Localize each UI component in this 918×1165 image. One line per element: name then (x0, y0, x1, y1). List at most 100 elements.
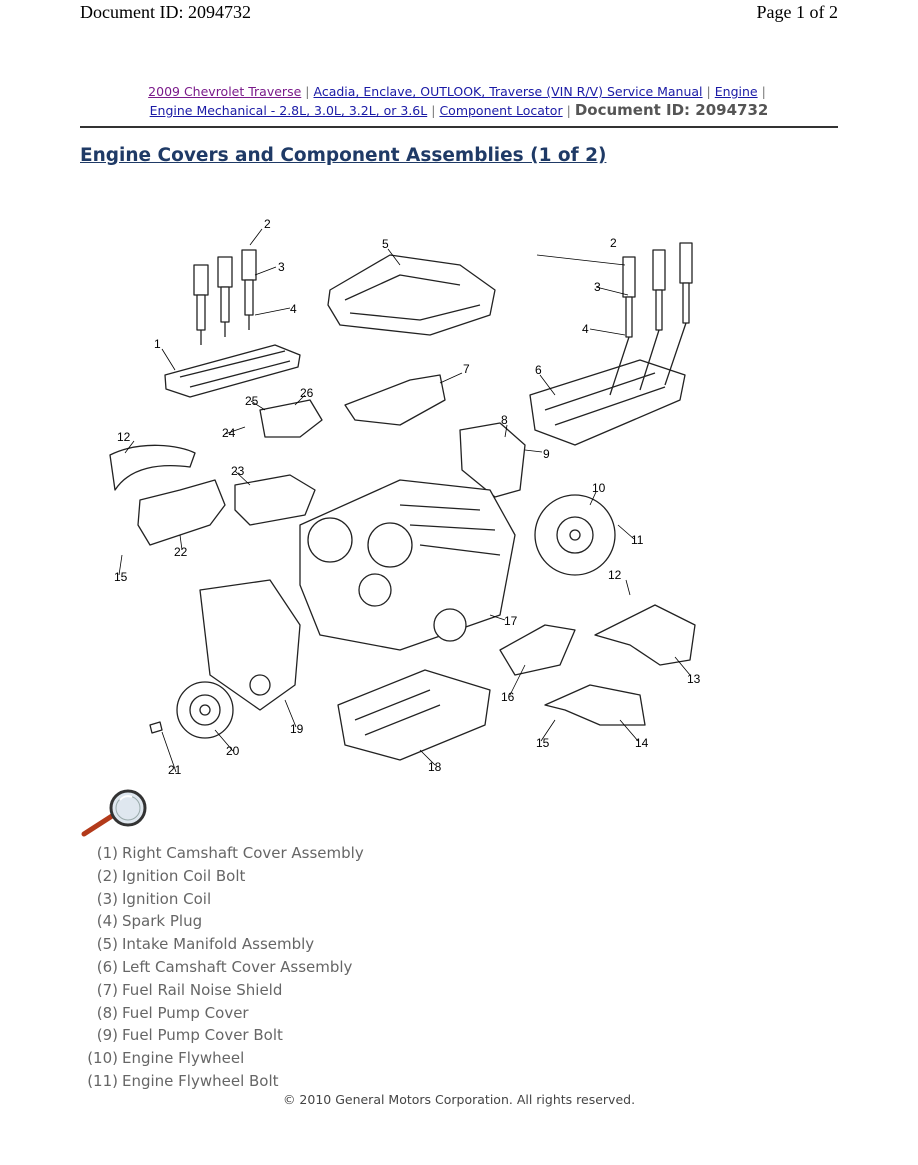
breadcrumb-separator: | (706, 84, 711, 99)
callout-7: 7 (463, 362, 470, 376)
legend-item: (9)Fuel Pump Cover Bolt (84, 1024, 364, 1047)
ignition-coils-right-drawing (193, 249, 257, 345)
legend-number: (11) (87, 1071, 118, 1090)
legend-item: (5)Intake Manifold Assembly (84, 933, 364, 956)
legend-label: Fuel Pump Cover (122, 1003, 249, 1022)
legend-item: (11)Engine Flywheel Bolt (84, 1070, 364, 1093)
oil-pan-baffle-drawing (499, 624, 576, 676)
breadcrumb-link-engine-mechanical[interactable]: Engine Mechanical - 2.8L, 3.0L, 3.2L, or… (149, 103, 428, 118)
callout-12-lower: 12 (608, 568, 622, 582)
breadcrumb-link-component-locator[interactable]: Component Locator (439, 103, 563, 118)
breadcrumb-separator: | (305, 84, 310, 99)
page-title: Engine Covers and Component Assemblies (… (80, 145, 607, 166)
intake-manifold-drawing (327, 254, 496, 336)
callout-5: 5 (382, 237, 389, 251)
fuel-rail-noise-shield-drawing (344, 374, 446, 426)
callout-15: 15 (114, 570, 128, 584)
callout-21: 21 (168, 763, 182, 777)
exhaust-manifold-heat-shield-drawing (594, 604, 696, 666)
callout-23: 23 (231, 464, 245, 478)
callout-6: 6 (535, 363, 542, 377)
legend-number: (1) (96, 844, 118, 862)
heat-shield-drawing (259, 399, 323, 438)
exhaust-gasket-drawing (234, 474, 316, 526)
exhaust-manifold-left-drawing (544, 684, 646, 726)
legend-item: (4)Spark Plug (84, 910, 364, 933)
legend-number: (6) (96, 957, 118, 976)
legend-item: (6)Left Camshaft Cover Assembly (84, 956, 364, 979)
breadcrumb-separator: | (761, 84, 766, 99)
callout-18: 18 (428, 760, 442, 774)
callout-8: 8 (501, 413, 508, 427)
print-header: Document ID: 2094732 Page 1 of 2 (80, 2, 838, 26)
breadcrumb-link-manual[interactable]: Acadia, Enclave, OUTLOOK, Traverse (VIN … (313, 84, 703, 99)
legend-number: (2) (96, 866, 118, 885)
fuel-pump-cover-drawing (459, 422, 526, 498)
legend-number: (5) (96, 935, 118, 954)
callout-9: 9 (543, 447, 550, 461)
callout-24: 24 (222, 426, 236, 440)
exhaust-manifold-right-drawing (137, 479, 226, 546)
breadcrumb: 2009 Chevrolet Traverse|Acadia, Enclave,… (80, 82, 838, 120)
ignition-coils-left-drawing (609, 242, 693, 396)
legend-item: (7)Fuel Rail Noise Shield (84, 979, 364, 1002)
engine-block-drawing (299, 479, 516, 651)
callout-10: 10 (592, 481, 606, 495)
legend-label: Left Camshaft Cover Assembly (122, 957, 353, 976)
callout-22: 22 (174, 545, 188, 559)
legend-number: (4) (96, 912, 118, 931)
breadcrumb-link-engine[interactable]: Engine (714, 84, 758, 99)
callout-3: 3 (278, 260, 285, 274)
legend-number: (3) (96, 889, 118, 908)
left-camshaft-cover-drawing (529, 359, 686, 446)
legend-label: Ignition Coil (122, 889, 212, 908)
copyright-notice: © 2010 General Motors Corporation. All r… (282, 1092, 636, 1107)
legend-item: (2)Ignition Coil Bolt (84, 865, 364, 888)
legend-number: (7) (96, 980, 118, 999)
callout-3-left: 3 (594, 280, 601, 294)
callout-2-left: 2 (610, 236, 617, 250)
engine-exploded-diagram: 1 2 2 3 3 4 4 5 6 7 8 9 10 11 12 12 13 1… (100, 205, 720, 790)
callout-2: 2 (264, 217, 271, 231)
legend-label: Ignition Coil Bolt (122, 866, 246, 885)
legend-number: (8) (96, 1003, 118, 1022)
callout-15-lower: 15 (536, 736, 550, 750)
callout-19: 19 (290, 722, 304, 736)
legend-label: Spark Plug (122, 912, 203, 931)
callout-26: 26 (300, 386, 314, 400)
callout-1: 1 (154, 337, 161, 351)
right-camshaft-cover-drawing (164, 344, 301, 398)
breadcrumb-document-id: Document ID: 2094732 (574, 101, 769, 119)
header-document-id: Document ID: 2094732 (80, 2, 251, 22)
callout-16: 16 (501, 690, 515, 704)
heat-shield-wire-drawing (109, 444, 196, 491)
callout-4-left: 4 (582, 322, 589, 336)
legend-item: (3)Ignition Coil (84, 888, 364, 911)
breadcrumb-link-vehicle[interactable]: 2009 Chevrolet Traverse (148, 84, 302, 99)
breadcrumb-separator: | (566, 103, 571, 118)
legend-item: (10)Engine Flywheel (84, 1047, 364, 1070)
legend-number: (10) (87, 1049, 118, 1068)
callout-11: 11 (631, 533, 644, 547)
header-page-number: Page 1 of 2 (756, 2, 838, 22)
breadcrumb-separator: | (431, 103, 436, 118)
callout-17: 17 (504, 614, 518, 628)
component-legend: (1)Right Camshaft Cover Assembly (2)Igni… (84, 842, 364, 1093)
callout-25: 25 (245, 394, 259, 408)
callout-4: 4 (290, 302, 297, 316)
legend-label: Engine Flywheel Bolt (122, 1071, 279, 1090)
callout-13: 13 (687, 672, 701, 686)
header-divider (80, 126, 838, 128)
legend-label: Fuel Rail Noise Shield (122, 980, 283, 999)
legend-item: (1)Right Camshaft Cover Assembly (84, 842, 364, 865)
legend-label: Right Camshaft Cover Assembly (122, 844, 364, 862)
legend-number: (9) (96, 1026, 118, 1045)
balancer-bolt-drawing (149, 721, 163, 734)
callout-20: 20 (226, 744, 240, 758)
magnifier-icon[interactable] (80, 786, 150, 838)
legend-item: (8)Fuel Pump Cover (84, 1002, 364, 1025)
legend-label: Fuel Pump Cover Bolt (122, 1026, 283, 1045)
callout-14: 14 (635, 736, 649, 750)
callout-12: 12 (117, 430, 131, 444)
engine-front-cover-drawing (199, 579, 301, 711)
